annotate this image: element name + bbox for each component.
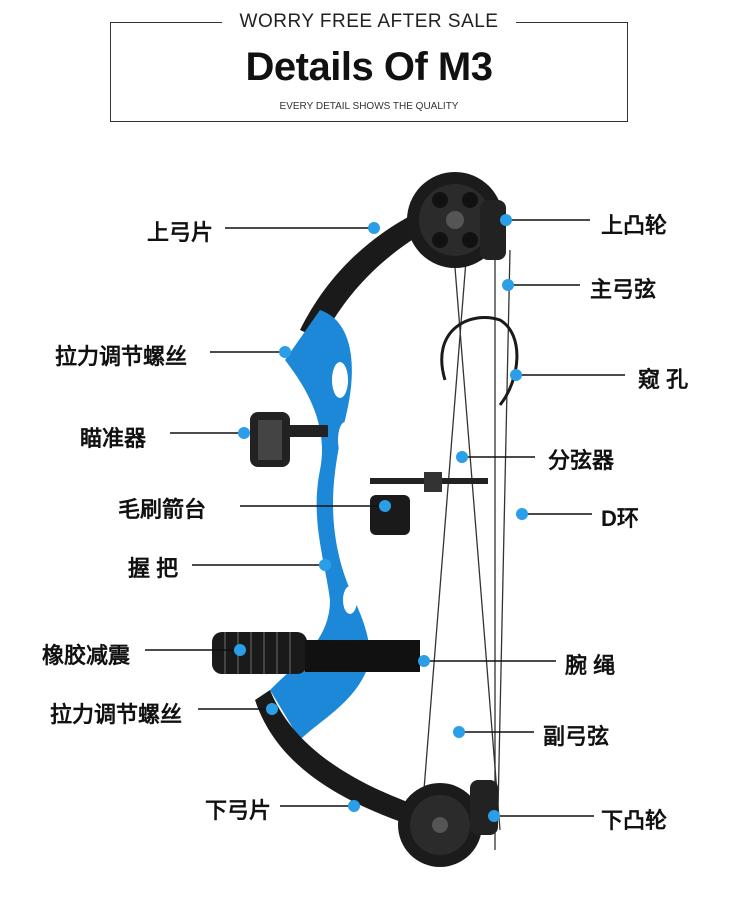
lower-cam bbox=[398, 780, 498, 867]
stabilizer bbox=[212, 632, 420, 674]
header-top-text: WORRY FREE AFTER SALE bbox=[221, 11, 517, 32]
label-lower-cam: 下凸轮 bbox=[601, 808, 668, 833]
header-box: WORRY FREE AFTER SALE Details Of M3 EVER… bbox=[110, 11, 628, 122]
label-upper-limb: 上弓片 bbox=[147, 220, 214, 245]
callout-lines bbox=[145, 219, 625, 817]
label-lower-limb: 下弓片 bbox=[205, 798, 272, 823]
label-d-loop: D环 bbox=[601, 506, 639, 531]
label-arrow-rest: 毛刷箭台 bbox=[118, 497, 207, 522]
lower-limb bbox=[255, 690, 430, 830]
label-string: 主弓弦 bbox=[590, 277, 657, 302]
page-title: Details Of M3 bbox=[245, 45, 493, 89]
header-top: WORRY FREE AFTER SALE bbox=[111, 11, 627, 33]
label-draw-screw-bottom: 拉力调节螺丝 bbox=[50, 702, 183, 727]
upper-cam bbox=[407, 172, 506, 268]
label-wrist-strap: 腕 绳 bbox=[565, 653, 616, 678]
label-stabilizer: 橡胶减震 bbox=[42, 643, 131, 668]
label-draw-screw-top: 拉力调节螺丝 bbox=[55, 344, 188, 369]
peep-loop bbox=[440, 316, 519, 406]
riser bbox=[270, 310, 370, 740]
sight bbox=[250, 412, 328, 467]
page-subtitle: EVERY DETAIL SHOWS THE QUALITY bbox=[279, 101, 459, 112]
label-cable: 副弓弦 bbox=[543, 724, 610, 749]
bow-strings bbox=[419, 209, 511, 850]
label-grip: 握 把 bbox=[128, 556, 179, 581]
label-peep: 窥 孔 bbox=[638, 367, 689, 392]
label-sight: 瞄准器 bbox=[80, 426, 147, 451]
callout-dots bbox=[234, 214, 528, 822]
label-upper-cam: 上凸轮 bbox=[601, 213, 668, 238]
label-cable-slide: 分弦器 bbox=[548, 448, 615, 473]
